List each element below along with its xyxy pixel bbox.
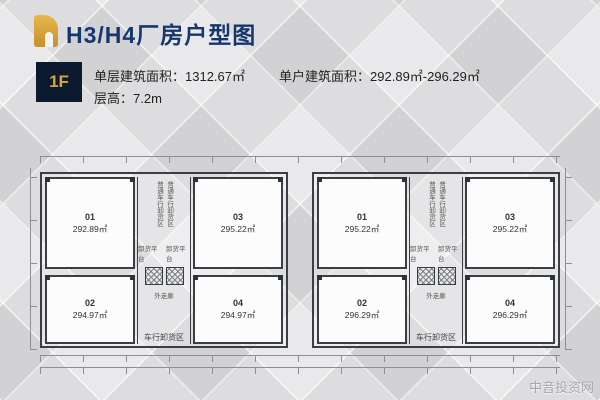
area-per-floor-value: 1312.67㎡ [185, 69, 246, 84]
elevator-icon [165, 267, 184, 285]
unit-number: 01 [356, 211, 367, 222]
elevator-group [416, 267, 456, 285]
unit-area: 296.29㎡ [492, 310, 528, 320]
building-block-right: 01 295.22㎡ 03 295.22㎡ 02 296.29㎡ 04 296.… [312, 172, 560, 348]
corridor-label: 普通车行卸货区 [165, 181, 173, 227]
walkway-label: 外走廊 [154, 293, 174, 300]
dimension-line-left [30, 168, 37, 350]
unit-number: 04 [232, 298, 243, 308]
elevator-icon [437, 267, 456, 285]
unit-area: 295.22㎡ [492, 223, 528, 234]
unit-01: 01 292.89㎡ [45, 177, 135, 269]
platform-label: 卸货平台 [410, 246, 430, 263]
core-strip: 普通车行卸货区 普通车行卸货区 卸货平台 卸货平台 外走廊 [137, 177, 191, 344]
corridor-label: 普通车行卸货区 [155, 181, 163, 227]
unit-number: 02 [356, 298, 367, 308]
unit-area: 296.29㎡ [344, 310, 380, 320]
dock-label: 车行卸货区 [144, 333, 184, 342]
building-block-left: 01 292.89㎡ 03 295.22㎡ 02 294.97㎡ 04 294.… [40, 172, 288, 348]
platform-label: 卸货平台 [166, 246, 186, 263]
corridor-label: 普通车行卸货区 [427, 181, 435, 227]
building-logo-icon [34, 15, 58, 47]
walkway-label: 外走廊 [426, 293, 446, 300]
unit-area: 295.22㎡ [220, 223, 256, 234]
unit-03: 03 295.22㎡ [193, 177, 283, 269]
floor-badge: 1F [36, 62, 82, 102]
core-strip: 普通车行卸货区 普通车行卸货区 卸货平台 卸货平台 外走廊 [409, 177, 463, 344]
corridor-labels: 普通车行卸货区 普通车行卸货区 [427, 181, 445, 239]
unit-area: 292.89㎡ [72, 223, 108, 234]
unit-number: 02 [84, 298, 95, 308]
dimension-line-bottom-1 [40, 355, 560, 362]
area-per-unit-value: 292.89㎡-296.29㎡ [370, 69, 480, 84]
corridor-labels: 普通车行卸货区 普通车行卸货区 [155, 181, 173, 239]
platform-labels: 卸货平台 卸货平台 [410, 243, 462, 263]
platform-labels: 卸货平台 卸货平台 [138, 243, 190, 263]
corridor-label: 普通车行卸货区 [437, 181, 445, 227]
dock-label: 车行卸货区 [416, 333, 456, 342]
unit-02: 02 294.97㎡ [45, 275, 135, 344]
elevator-group [144, 267, 184, 285]
unit-area: 294.97㎡ [220, 310, 256, 320]
elevator-icon [144, 267, 163, 285]
dimension-line-bottom-2 [40, 367, 560, 374]
area-per-unit-label: 单户建筑面积： [279, 69, 371, 84]
unit-03: 03 295.22㎡ [465, 177, 555, 269]
unit-01: 01 295.22㎡ [317, 177, 407, 269]
unit-04: 04 294.97㎡ [193, 275, 283, 344]
unit-number: 03 [504, 211, 515, 222]
area-info-line: 单层建筑面积：1312.67㎡ 单户建筑面积：292.89㎡-296.29㎡ [94, 66, 480, 85]
unit-number: 04 [504, 298, 515, 308]
logo-door-shape [45, 32, 53, 47]
unit-area: 295.22㎡ [344, 223, 380, 234]
unit-04: 04 296.29㎡ [465, 275, 555, 344]
unit-area: 294.97㎡ [72, 310, 108, 320]
platform-label: 卸货平台 [138, 246, 158, 263]
area-per-floor-label: 单层建筑面积： [94, 69, 186, 84]
elevator-icon [416, 267, 435, 285]
dimension-line-right [565, 168, 572, 350]
platform-label: 卸货平台 [438, 246, 458, 263]
dimension-line-top [40, 156, 560, 163]
watermark: 中音投资网 [528, 380, 594, 395]
unit-02: 02 296.29㎡ [317, 275, 407, 344]
page-title: H3/H4厂房户型图 [66, 22, 257, 48]
unit-number: 03 [232, 211, 243, 222]
floor-height-line: 层高：7.2m [94, 91, 162, 106]
unit-number: 01 [84, 211, 95, 222]
